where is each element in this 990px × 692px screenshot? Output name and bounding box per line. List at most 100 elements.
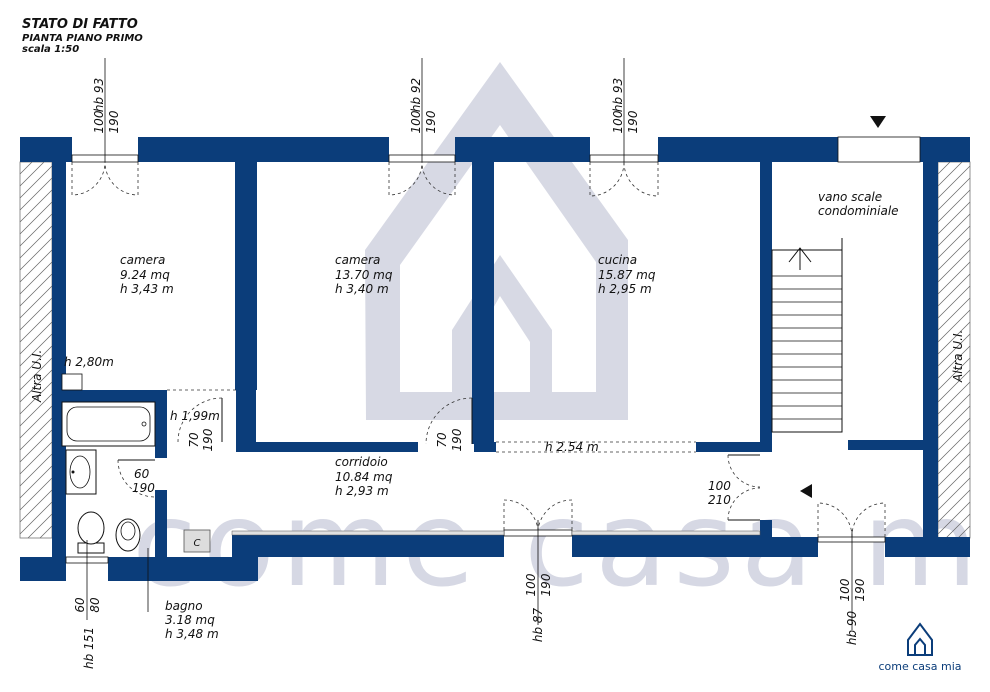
hatch-line xyxy=(19,189,53,223)
hatch-line xyxy=(937,309,971,343)
entry-arrow-side-icon xyxy=(800,484,812,498)
svg-text:100: 100 xyxy=(611,110,625,133)
neighbour-left-hatch xyxy=(19,161,53,539)
svg-text:hb 92: hb 92 xyxy=(409,78,423,112)
hatch-line xyxy=(937,213,971,247)
hatch-line xyxy=(19,441,53,475)
svg-text:60: 60 xyxy=(73,597,87,613)
svg-text:80: 80 xyxy=(88,597,102,613)
hatch-line xyxy=(19,161,45,187)
svg-text:70: 70 xyxy=(435,432,449,448)
hatch-line xyxy=(937,345,971,379)
hatch-line xyxy=(937,321,971,355)
svg-text:h 3,43 m: h 3,43 m xyxy=(120,282,174,296)
house-logo-icon xyxy=(907,622,933,656)
hatch-line xyxy=(937,285,971,319)
brand-logo: come casa mia xyxy=(878,622,962,673)
hatch-line xyxy=(19,345,53,379)
svg-text:100: 100 xyxy=(524,573,538,596)
svg-text:190: 190 xyxy=(107,110,121,133)
svg-text:190: 190 xyxy=(853,578,867,601)
hatch-line xyxy=(19,333,53,367)
hatch-line xyxy=(19,249,53,283)
door-bagno-dims: 60 190 xyxy=(132,467,155,495)
hatch-line xyxy=(937,237,971,271)
entry-arrow-icon xyxy=(870,116,886,128)
hatch-line xyxy=(937,405,971,439)
svg-text:vano scale: vano scale xyxy=(818,190,882,204)
door-swings xyxy=(117,389,761,521)
hatch-line xyxy=(19,381,53,415)
svg-text:condominiale: condominiale xyxy=(818,204,899,218)
plan-subtitle: PIANTA PIANO PRIMO xyxy=(22,33,143,44)
neighbour-left-label: Altra U.I. xyxy=(30,350,44,403)
hatch-line xyxy=(19,201,53,235)
hatch-line xyxy=(19,429,53,463)
hatch-line xyxy=(937,381,971,415)
closet-box: C xyxy=(183,529,211,553)
svg-text:70: 70 xyxy=(187,432,201,448)
hatch-line xyxy=(937,249,971,283)
hatch-line xyxy=(937,165,971,199)
svg-text:9.24 mq: 9.24 mq xyxy=(120,268,170,282)
svg-text:bagno: bagno xyxy=(165,599,203,613)
neighbour-right-hatch xyxy=(937,161,971,539)
room-bagno: bagno 3.18 mq h 3,48 m xyxy=(147,548,219,641)
svg-text:corridoio: corridoio xyxy=(335,455,388,469)
svg-text:hb 87: hb 87 xyxy=(531,607,545,642)
hatch-line xyxy=(19,477,53,511)
svg-text:hb 93: hb 93 xyxy=(92,78,106,112)
small-niche xyxy=(61,373,83,391)
hatch-line xyxy=(19,297,53,331)
svg-text:h 3,48 m: h 3,48 m xyxy=(165,627,219,641)
hatch-line xyxy=(937,477,971,511)
hatch-line xyxy=(937,333,971,367)
svg-text:h 3,40 m: h 3,40 m xyxy=(335,282,389,296)
svg-text:camera: camera xyxy=(335,253,380,267)
svg-text:h 2,95 m: h 2,95 m xyxy=(598,282,652,296)
hatch-line xyxy=(19,213,53,247)
svg-text:100: 100 xyxy=(409,110,423,133)
hatch-line xyxy=(937,453,971,487)
bidet xyxy=(115,518,141,552)
svg-text:13.70 mq: 13.70 mq xyxy=(335,268,393,282)
hatch-line xyxy=(19,417,53,451)
hatch-line xyxy=(937,441,971,475)
hatch-line xyxy=(19,165,53,199)
hatch-line xyxy=(937,393,971,427)
window-top-1-dims: hb 93 100 190 xyxy=(92,58,121,162)
hatch-line xyxy=(937,369,971,403)
svg-text:100: 100 xyxy=(708,479,731,493)
svg-text:100: 100 xyxy=(838,578,852,601)
watermark-house-icon xyxy=(365,62,628,420)
hatch-line xyxy=(937,189,971,223)
door-2-dims: 70 190 xyxy=(435,428,464,451)
svg-text:100: 100 xyxy=(92,110,106,133)
walls xyxy=(20,137,970,581)
hatch-line xyxy=(19,237,53,271)
hatch-line xyxy=(19,453,53,487)
svg-text:190: 190 xyxy=(132,481,155,495)
window-bottom-2-dims: 100 190 hb 87 xyxy=(524,520,553,642)
svg-text:190: 190 xyxy=(450,428,464,451)
hatch-line xyxy=(937,357,971,391)
svg-text:camera: camera xyxy=(120,253,165,267)
hatch-line xyxy=(937,201,971,235)
hatch-line xyxy=(19,501,53,535)
room-corridoio: corridoio 10.84 mq h 2,93 m xyxy=(335,455,393,498)
window-top-2-dims: hb 92 100 190 xyxy=(409,58,438,162)
window-bottom-1-dims: 60 80 hb 151 xyxy=(73,540,102,669)
hatch-line xyxy=(957,525,971,539)
hatch-line xyxy=(19,369,53,403)
svg-text:3.18 mq: 3.18 mq xyxy=(165,613,215,627)
hatch-line xyxy=(19,161,33,175)
svg-text:hb 90: hb 90 xyxy=(845,610,859,645)
door-1-dims: 70 190 xyxy=(187,428,215,451)
hatch-line xyxy=(937,273,971,307)
window-top-3-dims: hb 93 100 190 xyxy=(611,58,640,162)
svg-text:h 2,93 m: h 2,93 m xyxy=(335,484,389,498)
sink xyxy=(65,449,97,495)
hatch-line xyxy=(937,161,963,187)
svg-text:hb 151: hb 151 xyxy=(82,627,96,669)
